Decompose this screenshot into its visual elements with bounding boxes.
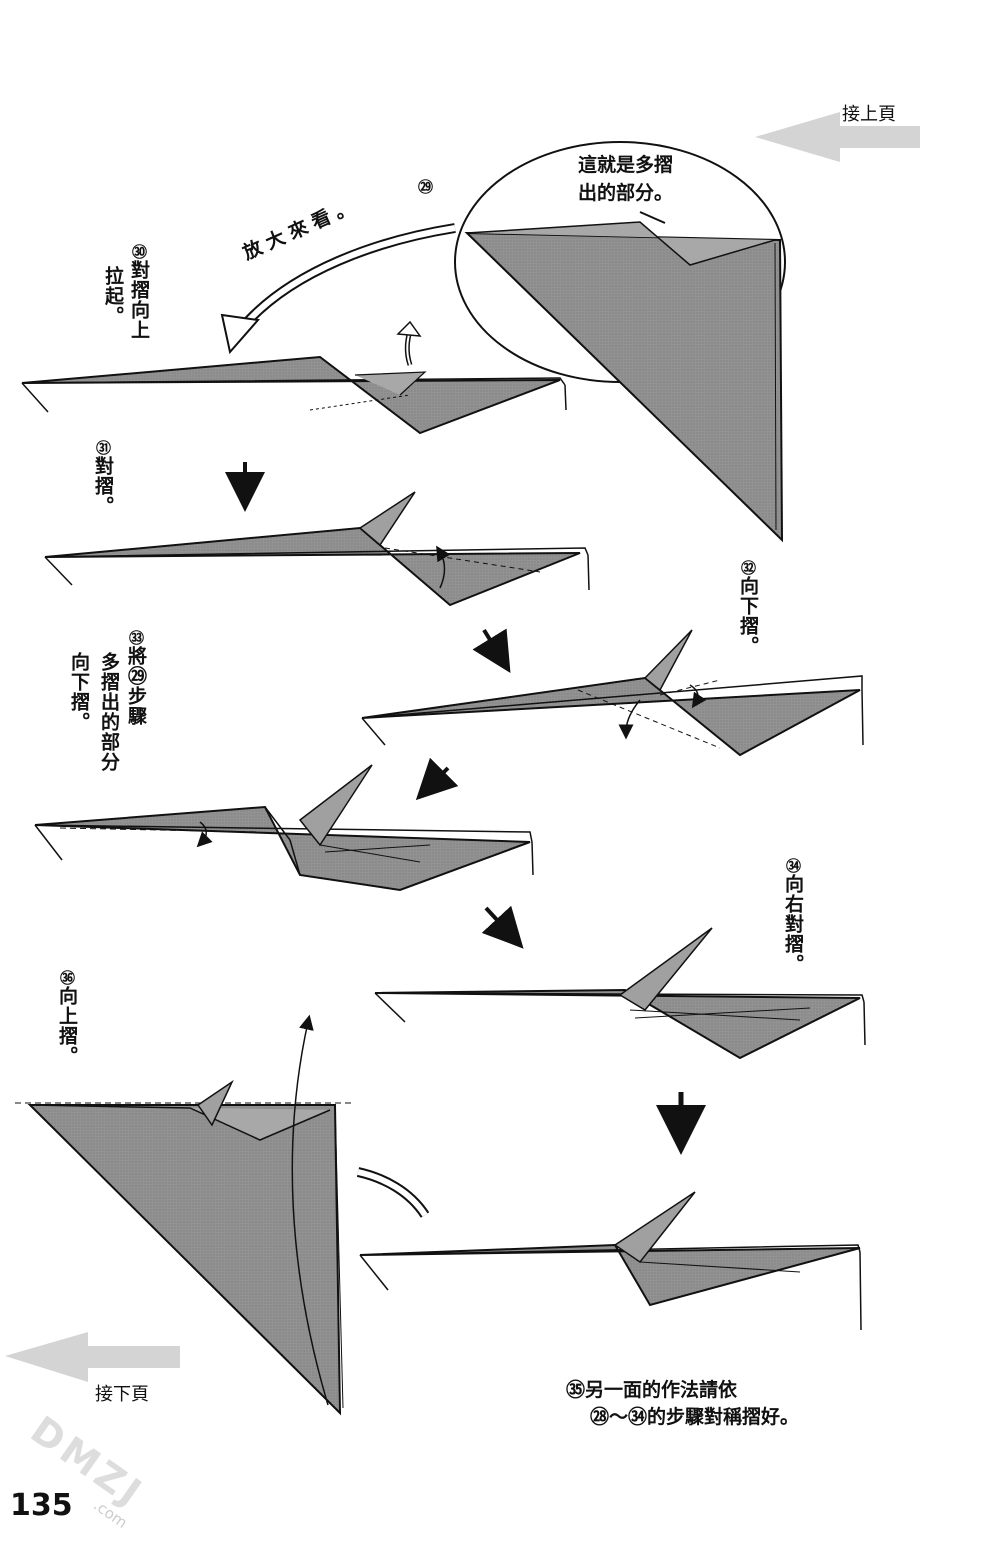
flow-arrow-3 (415, 757, 459, 801)
step-29-callout-line2: 出的部分。 (578, 182, 674, 204)
step-30-number: ㉚ (130, 244, 148, 260)
step-33-figure (34, 764, 534, 892)
step-30-col2: 拉起。 (102, 266, 124, 326)
step-32: ㉜向下摺。 (735, 560, 762, 656)
next-page-arrow (5, 1332, 180, 1382)
prev-page-label[interactable]: 接上頁 (842, 104, 896, 125)
step-29-figure (454, 141, 786, 543)
step-30-col1: ㉚對摺向上 (126, 244, 153, 340)
flow-arrow-2 (472, 628, 511, 674)
step-32-number: ㉜ (739, 560, 757, 576)
step-31-number: ㉛ (94, 440, 112, 456)
step-33-text-col1: 將㉙步驟 (125, 646, 147, 726)
step-36-figure (15, 1014, 352, 1416)
page-number: 135 (10, 1488, 73, 1523)
step-33-col2: 多摺出的部分 (98, 652, 120, 772)
step-30-figure (21, 320, 567, 435)
step-33-number: ㉝ (127, 630, 145, 646)
step-29-number: ㉙ (418, 178, 434, 196)
step-36: ㊱向上摺。 (54, 970, 81, 1066)
step-34-figure (374, 927, 866, 1060)
step-34-number: ㉞ (784, 858, 802, 874)
step-33-col3: 向下摺。 (68, 652, 90, 732)
step-32-text: 向下摺。 (737, 576, 759, 656)
step-29-callout-line1: 這就是多摺 (578, 154, 674, 176)
step-31-figure (44, 491, 590, 607)
step-35-line1: ㉟另一面的作法請依 (566, 1379, 738, 1401)
prev-page-arrow (755, 112, 920, 162)
step-36-text: 向上摺。 (56, 986, 78, 1066)
step-33-col1: ㉝將㉙步驟 (123, 630, 150, 726)
step-32-figure (361, 629, 864, 757)
step-31-text: 對摺。 (92, 456, 114, 516)
zoom-arrow (220, 223, 456, 355)
step-34-text: 向右對摺。 (782, 874, 804, 974)
step-30-text-col1: 對摺向上 (128, 260, 150, 340)
step-35-line2: ㉘～㉞的步驟對稱摺好。 (590, 1406, 800, 1428)
step-34: ㉞向右對摺。 (780, 858, 807, 974)
step-36-number: ㊱ (58, 970, 76, 986)
flow-arrow-4 (481, 905, 524, 949)
step-31: ㉛對摺。 (90, 440, 117, 516)
step-35-figure (356, 1167, 862, 1331)
next-page-label[interactable]: 接下頁 (95, 1384, 149, 1405)
